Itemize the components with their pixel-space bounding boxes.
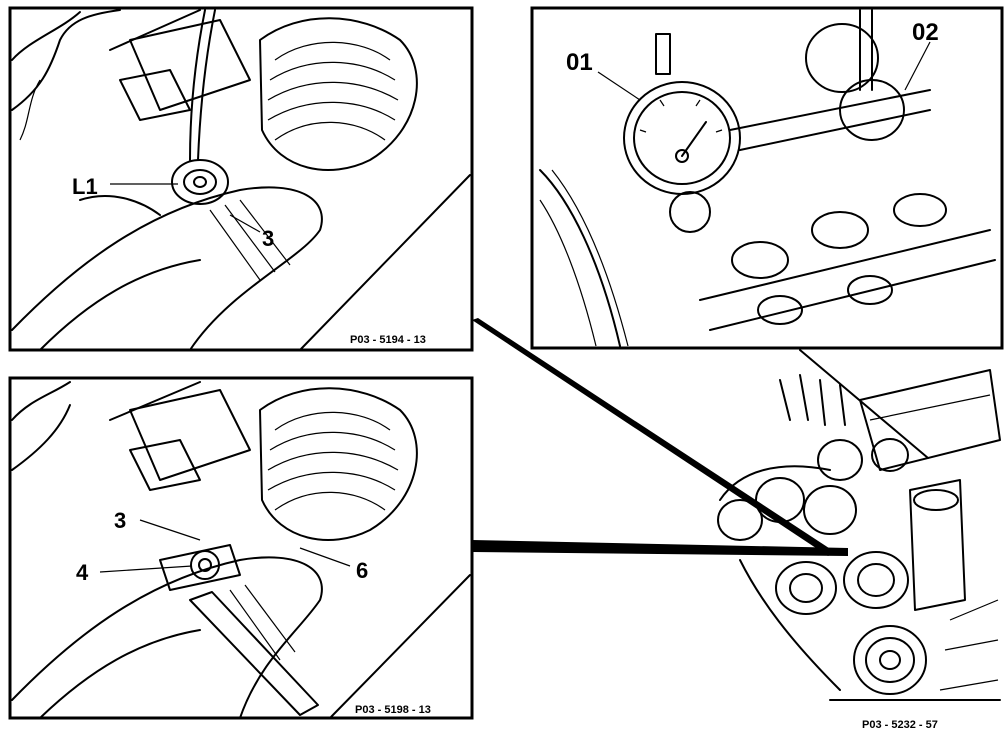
callout-01: 01 [566,49,593,76]
dial-gauge-camshaft-drawing [539,9,996,347]
callout-6: 6 [356,558,368,583]
panel-top-left: L1 3 P03 - 5194 - 13 [8,6,474,352]
callout-4: 4 [76,560,89,585]
callout-l1: L1 [72,174,98,199]
panel-top-right: 01 02 [530,6,1004,350]
panel-bottom-left: 3 4 6 P03 - 5198 - 13 [8,376,474,720]
callout-02: 02 [912,19,939,46]
engine-overview-drawing [717,369,1001,701]
callout-3: 3 [262,226,274,251]
crankshaft-pulley-detail-drawing [11,9,471,351]
figure-reference: P03 - 5232 - 57 [862,719,938,731]
figure-reference: P03 - 5194 - 13 [350,334,426,346]
callout-3: 3 [114,508,126,533]
figure-reference: P03 - 5198 - 13 [355,704,431,716]
panel-connector-lines [472,318,929,556]
crankshaft-locking-tool-drawing [11,381,471,719]
